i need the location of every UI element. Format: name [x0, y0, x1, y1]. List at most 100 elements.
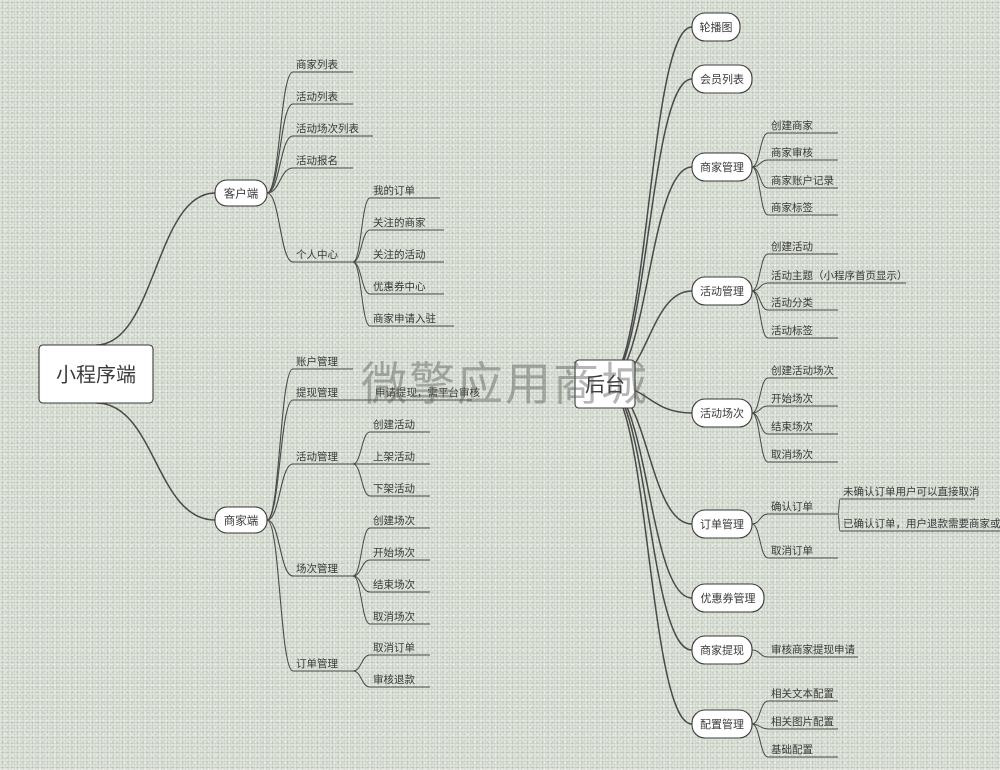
connector-curve	[95, 192, 216, 346]
connector-curve	[751, 132, 769, 168]
node-merchant[interactable]: 商家端	[214, 506, 268, 534]
node-backend-2-label: 商家管理	[700, 160, 744, 174]
node-merchant-withdraw-apply: 申请提现，需平台审核	[375, 386, 480, 399]
node-customer-2: 活动场次列表	[296, 122, 359, 135]
node-confirm-order-1: 已确认订单，用户退款需要商家或平	[843, 517, 1000, 530]
node-merchant-3: 场次管理	[296, 562, 338, 575]
node-backend-6-label: 优惠券管理	[701, 591, 756, 605]
connector-curve	[352, 197, 371, 263]
connector-curve	[352, 229, 371, 263]
node-merchant-order-1: 审核退款	[373, 673, 415, 686]
node-customer-1: 活动列表	[296, 90, 338, 103]
node-backend-1[interactable]: 会员列表	[691, 64, 753, 94]
node-customer-4: 个人中心	[296, 248, 338, 261]
connector-curve	[751, 513, 769, 525]
connector-curve	[751, 700, 769, 725]
node-personal-1: 关注的商家	[373, 216, 426, 229]
connector-curve	[751, 253, 769, 292]
connector-curve	[751, 649, 769, 658]
connector-curve	[751, 290, 769, 339]
node-backend-4-child-0: 创建活动场次	[771, 364, 834, 377]
connector-curve	[751, 166, 769, 189]
connector-curve	[604, 26, 693, 385]
node-merchant-session-3: 取消场次	[373, 610, 415, 623]
root-node-miniprogram-label: 小程序端	[56, 363, 136, 387]
node-backend-2-child-2: 商家账户记录	[771, 174, 834, 187]
node-backend-2-child-1: 商家审核	[771, 146, 813, 159]
connector-curve	[266, 519, 294, 577]
connector-curve	[352, 654, 371, 672]
node-backend-2-child-3: 商家标签	[771, 201, 813, 214]
connector-curve	[604, 383, 693, 651]
node-merchant-1: 提现管理	[296, 386, 338, 399]
connector-curve	[266, 519, 294, 672]
connector-curve	[751, 412, 769, 435]
node-backend-7-label: 商家提现	[700, 643, 744, 657]
node-merchant-0: 账户管理	[296, 355, 338, 368]
node-merchant-activity-2: 下架活动	[373, 483, 415, 495]
node-personal-2: 关注的活动	[373, 248, 426, 261]
node-backend-0[interactable]: 轮播图	[691, 12, 741, 42]
watermark-text: 微擎应用商城	[361, 357, 649, 411]
node-backend-3-child-0: 创建活动	[771, 240, 813, 253]
node-personal-0: 我的订单	[373, 184, 415, 197]
node-backend-3[interactable]: 活动管理	[691, 276, 753, 306]
connector-curve	[751, 723, 769, 758]
node-merchant-4: 订单管理	[296, 657, 338, 670]
node-backend-0-label: 轮播图	[700, 20, 733, 34]
node-merchant-activity-0: 创建活动	[373, 418, 415, 431]
connector-curve	[352, 261, 371, 295]
connector-curve	[266, 368, 294, 521]
node-backend-3-label: 活动管理	[700, 284, 744, 298]
root-node-backend[interactable]: 后台	[574, 359, 636, 409]
connector-curve	[352, 670, 371, 688]
connector-curve	[751, 282, 769, 292]
node-backend-5-label: 订单管理	[700, 517, 744, 531]
connector-curve	[266, 135, 294, 194]
node-backend-4-child-2: 结束场次	[771, 420, 813, 433]
node-backend-7[interactable]: 商家提现	[691, 635, 753, 665]
node-merchant-activity-1: 上架活动	[373, 451, 415, 463]
connector-curve	[751, 412, 769, 463]
node-merchant-session-2: 结束场次	[373, 578, 415, 591]
connector-curve	[266, 167, 294, 194]
node-backend-8-child-2: 基础配置	[771, 743, 813, 756]
node-backend-6[interactable]: 优惠券管理	[691, 583, 765, 613]
root-node-miniprogram[interactable]: 小程序端	[38, 344, 154, 404]
node-backend-7-child-0: 审核商家提现申请	[771, 643, 855, 656]
connector-curve	[352, 575, 371, 625]
connector-curve	[352, 463, 371, 497]
node-backend-8-label: 配置管理	[700, 717, 744, 731]
node-backend-5[interactable]: 订单管理	[691, 509, 753, 539]
node-backend-4-label: 活动场次	[700, 406, 744, 420]
connector-curve	[266, 192, 294, 263]
node-backend-4-child-1: 开始场次	[771, 392, 813, 405]
connector-curve	[751, 377, 769, 414]
connector-curve	[352, 559, 371, 577]
connector-curve	[95, 402, 216, 521]
connector-curve	[266, 71, 294, 194]
connector-curve	[751, 523, 769, 559]
node-merchant-order-0: 取消订单	[373, 641, 415, 654]
node-merchant-label: 商家端	[224, 513, 259, 527]
node-backend-5-child-1: 取消订单	[771, 544, 813, 557]
connector-curve	[751, 159, 769, 168]
connector-curve	[352, 261, 371, 327]
node-backend-8[interactable]: 配置管理	[691, 709, 753, 739]
node-merchant-session-1: 开始场次	[373, 546, 415, 559]
node-backend-5-child-0: 确认订单	[771, 500, 813, 513]
connector-curve	[352, 431, 371, 465]
node-customer[interactable]: 客户端	[214, 179, 268, 207]
node-confirm-order-0: 未确认订单用户可以直接取消	[843, 485, 980, 498]
node-backend-2[interactable]: 商家管理	[691, 152, 753, 182]
node-backend-4[interactable]: 活动场次	[691, 398, 753, 428]
connector-curve	[751, 405, 769, 414]
node-backend-8-child-1: 相关图片配置	[771, 715, 834, 728]
node-personal-4: 商家申请入驻	[373, 312, 436, 325]
node-backend-2-child-0: 创建商家	[771, 119, 813, 132]
node-merchant-session-0: 创建场次	[373, 514, 415, 527]
node-customer-0: 商家列表	[296, 58, 338, 71]
connector-curve	[266, 399, 294, 521]
node-backend-3-child-3: 活动标签	[771, 324, 813, 337]
